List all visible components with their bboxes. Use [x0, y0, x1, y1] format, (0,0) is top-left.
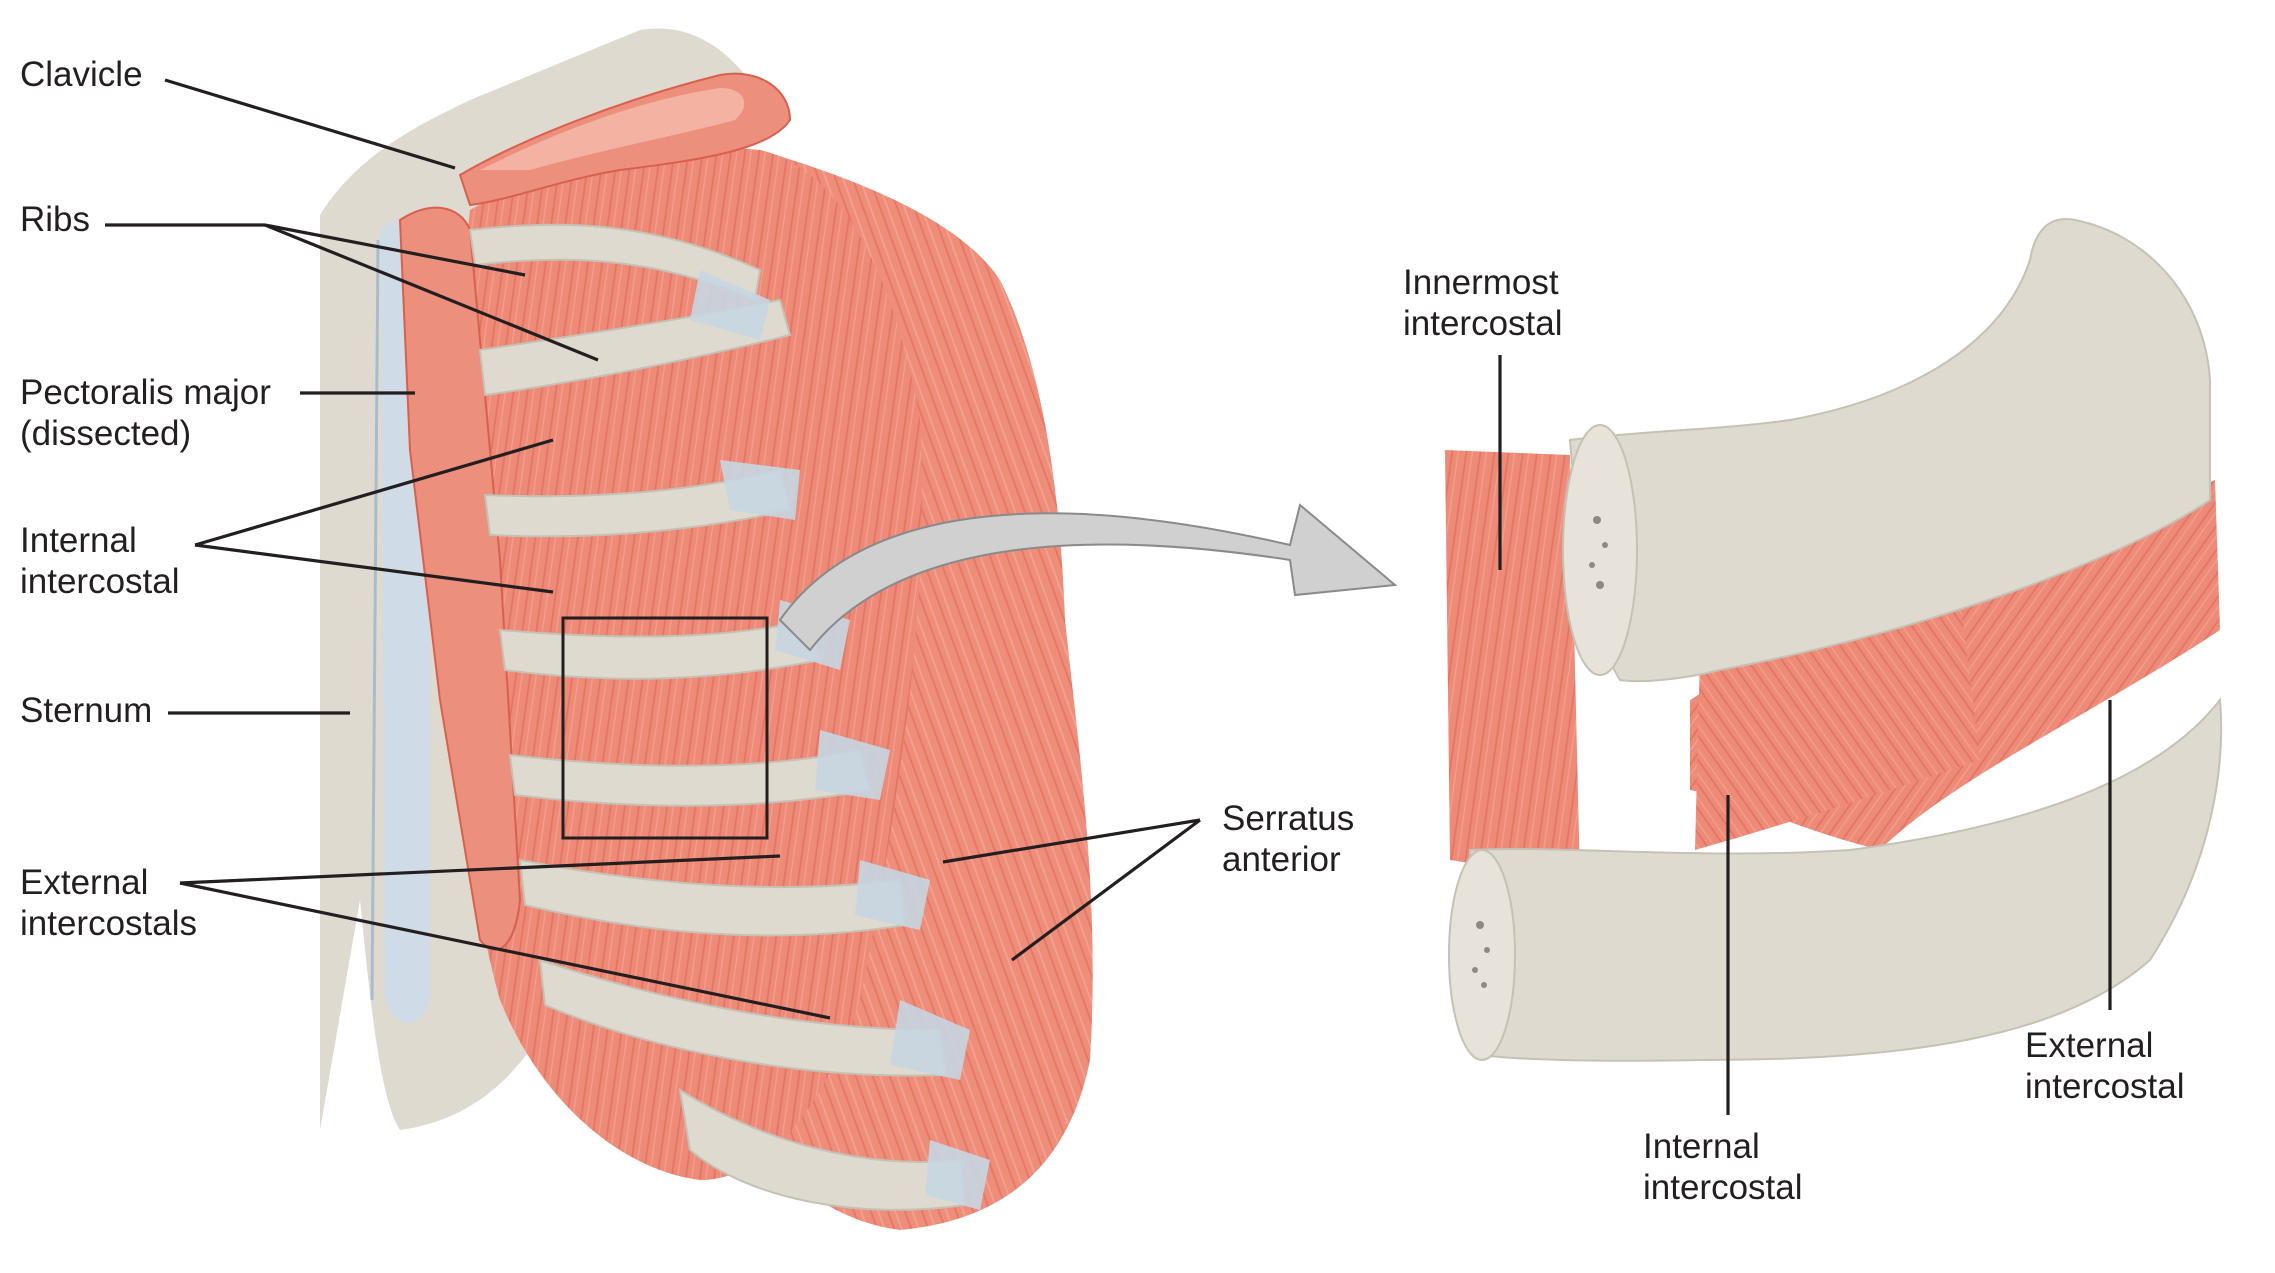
- callout-ribs-b: [264, 223, 599, 362]
- bone-marrow-dots: [1472, 516, 1608, 988]
- intercostal-detail-figure: [1445, 218, 2223, 1062]
- tendon-5: [855, 860, 930, 930]
- magnify-arrow: [778, 503, 1398, 652]
- callout-ribs-a: [264, 223, 526, 277]
- callout-internal-b: [194, 543, 554, 594]
- tendon-1: [690, 270, 770, 340]
- callout-external-b: [179, 881, 831, 1020]
- clavicle-highlight: [480, 88, 745, 170]
- label-internal-intercostal-right: Internal intercostal: [1643, 1127, 1803, 1207]
- tendon-4: [815, 730, 890, 800]
- upper-rib: [1568, 218, 2211, 683]
- callout-serratus-b: [1011, 818, 1201, 962]
- internal-intercostal-muscle: [1695, 600, 1980, 850]
- label-clavicle: Clavicle: [20, 55, 143, 94]
- label-ribs: Ribs: [20, 200, 91, 239]
- lower-rib-cut-end: [1448, 849, 1516, 1061]
- tendon-7: [925, 1140, 990, 1210]
- callout-external-a: [179, 854, 781, 885]
- label-pectoralis-major: Pectoralis major (dissected): [20, 373, 271, 453]
- callout-clavicle: [164, 78, 456, 170]
- innermost-intercostal-muscle: [1445, 450, 1580, 880]
- label-sternum: Sternum: [20, 691, 153, 730]
- zoom-box: [561, 616, 769, 840]
- thorax-figure: [320, 28, 1093, 1230]
- callout-internal-a: [194, 438, 554, 547]
- tendon-6: [890, 1000, 970, 1080]
- lower-rib: [1468, 697, 2223, 1062]
- callout-lines: [105, 78, 2112, 1115]
- label-external-intercostals: External intercostals: [20, 863, 198, 943]
- tendon-2: [720, 460, 800, 520]
- label-innermost-intercostal: Innermost intercostal: [1403, 263, 1563, 343]
- upper-rib-cut-end: [1562, 424, 1638, 676]
- callout-serratus-a: [942, 818, 1201, 864]
- label-external-intercostal-right: External intercostal: [2025, 1026, 2185, 1106]
- label-internal-intercostal-left: Internal intercostal: [20, 521, 180, 601]
- label-serratus-anterior: Serratus anterior: [1222, 799, 1355, 879]
